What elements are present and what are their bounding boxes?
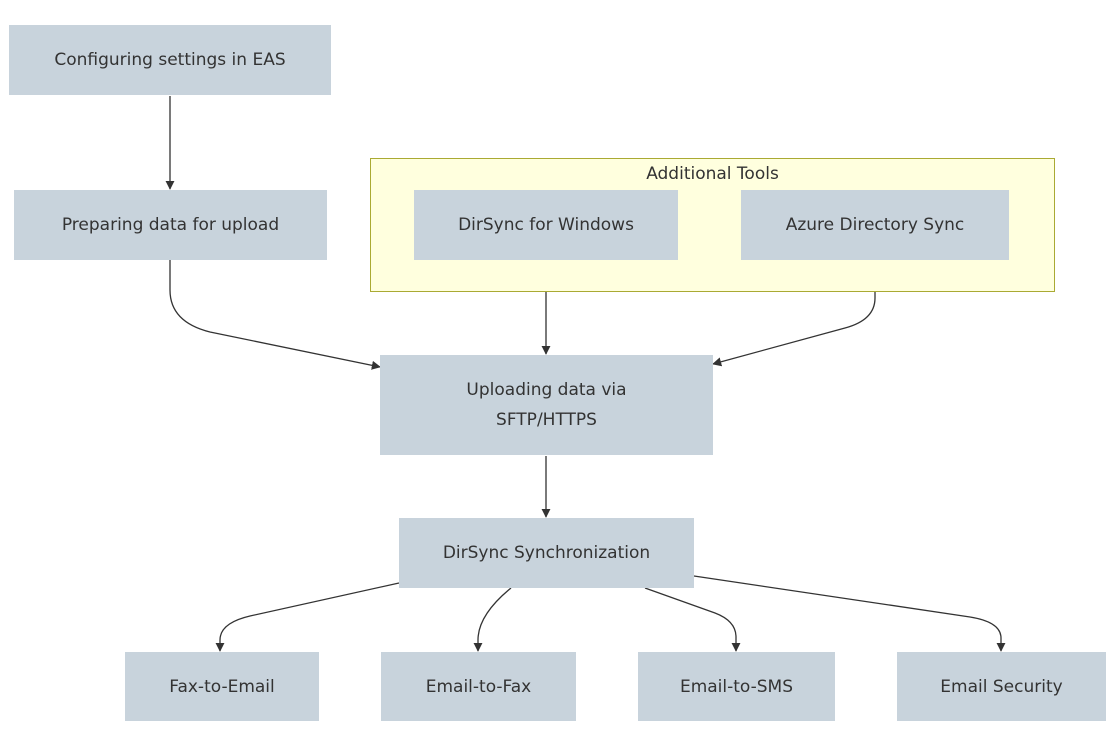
node-dirsync-for-windows: DirSync for Windows: [414, 190, 678, 260]
node-uploading-data: Uploading data via SFTP/HTTPS: [380, 355, 713, 455]
node-fax-to-email: Fax-to-Email: [125, 652, 319, 721]
edge-azure-sync-to-upload: [712, 260, 876, 367]
node-azure-directory-sync: Azure Directory Sync: [741, 190, 1009, 260]
node-configuring-settings: Configuring settings in EAS: [9, 25, 331, 95]
node-dirsync-synchronization: DirSync Synchronization: [399, 518, 694, 588]
node-preparing-data: Preparing data for upload: [14, 190, 327, 260]
edge-dirsync-sync-to-email-security: [693, 575, 1006, 652]
node-email-security: Email Security: [897, 652, 1106, 721]
edge-dirsync-sync-to-fax-to-email: [215, 582, 400, 652]
cluster-title: Additional Tools: [646, 164, 779, 184]
edge-dirsync-sync-to-email-to-sms: [644, 587, 741, 652]
edge-prepare-to-upload: [169, 260, 381, 370]
edge-dirsync-sync-to-email-to-fax: [473, 587, 512, 652]
node-email-to-fax: Email-to-Fax: [381, 652, 576, 721]
node-email-to-sms: Email-to-SMS: [638, 652, 835, 721]
